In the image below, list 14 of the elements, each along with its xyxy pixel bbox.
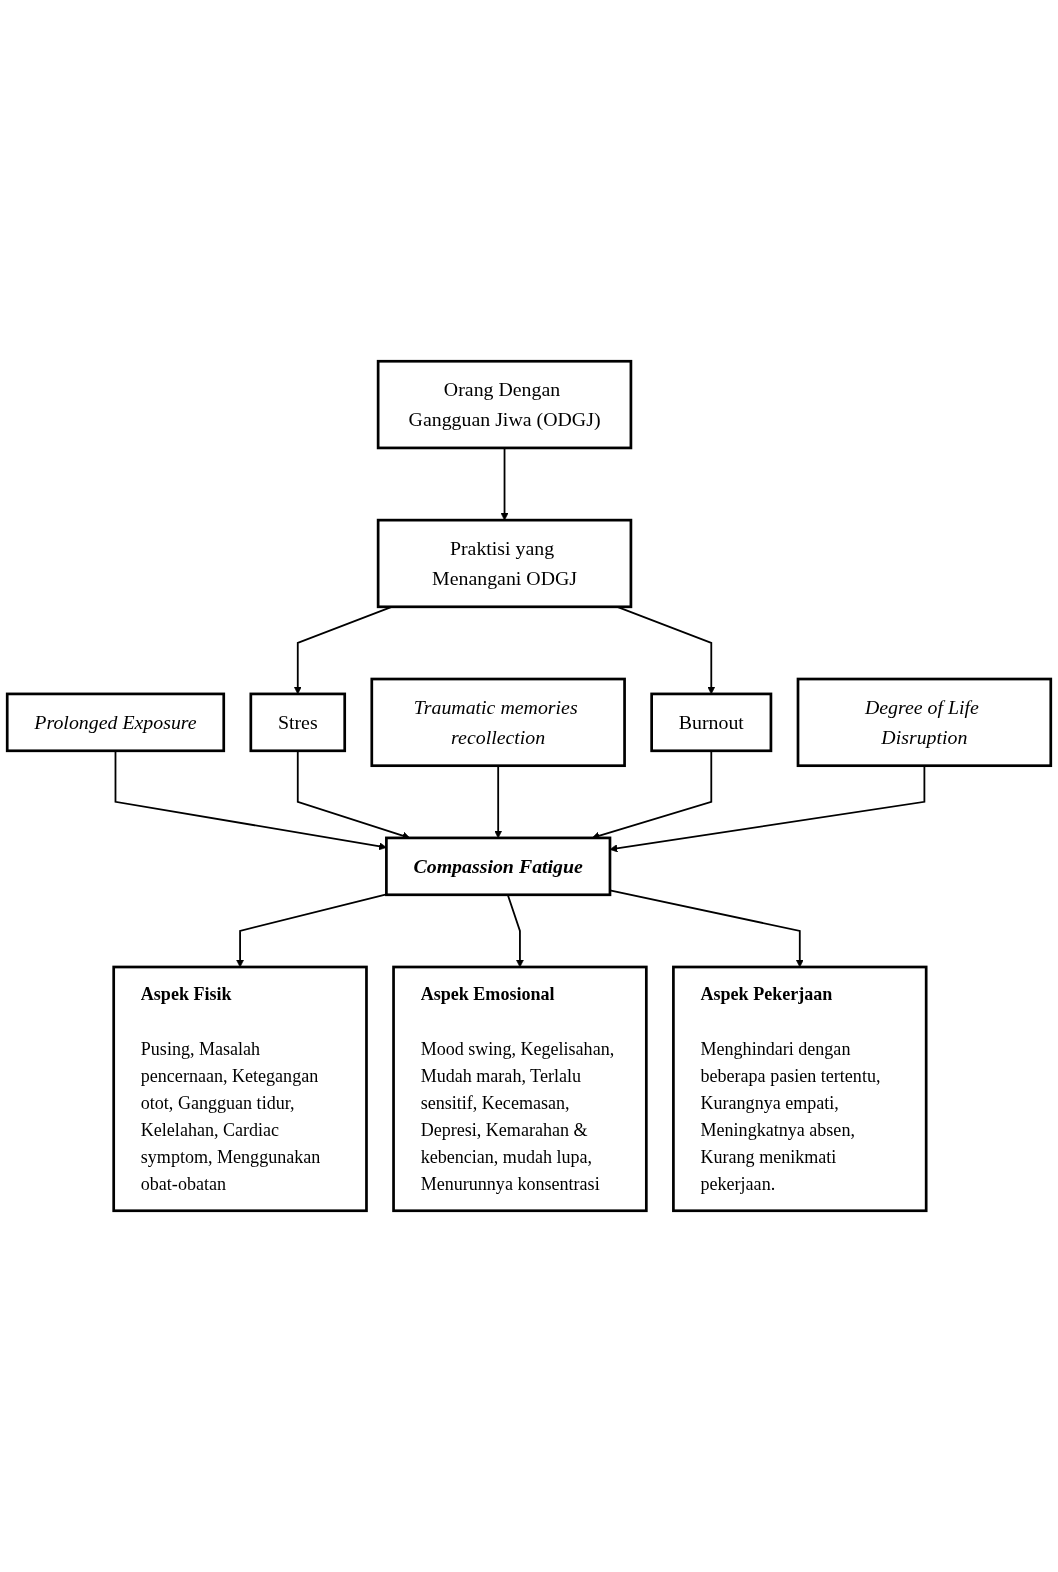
arrow xyxy=(236,893,388,968)
node-box xyxy=(112,965,368,1213)
node-box xyxy=(385,836,612,897)
node-box xyxy=(370,677,626,768)
node-box xyxy=(249,692,347,753)
node-box xyxy=(796,677,1053,768)
node-box xyxy=(650,692,773,753)
node-box xyxy=(392,965,648,1213)
arrow xyxy=(609,889,804,968)
node-box xyxy=(672,965,928,1213)
node-box xyxy=(376,359,633,450)
arrow xyxy=(500,447,509,521)
node-box xyxy=(5,692,226,753)
node-box xyxy=(376,518,633,609)
